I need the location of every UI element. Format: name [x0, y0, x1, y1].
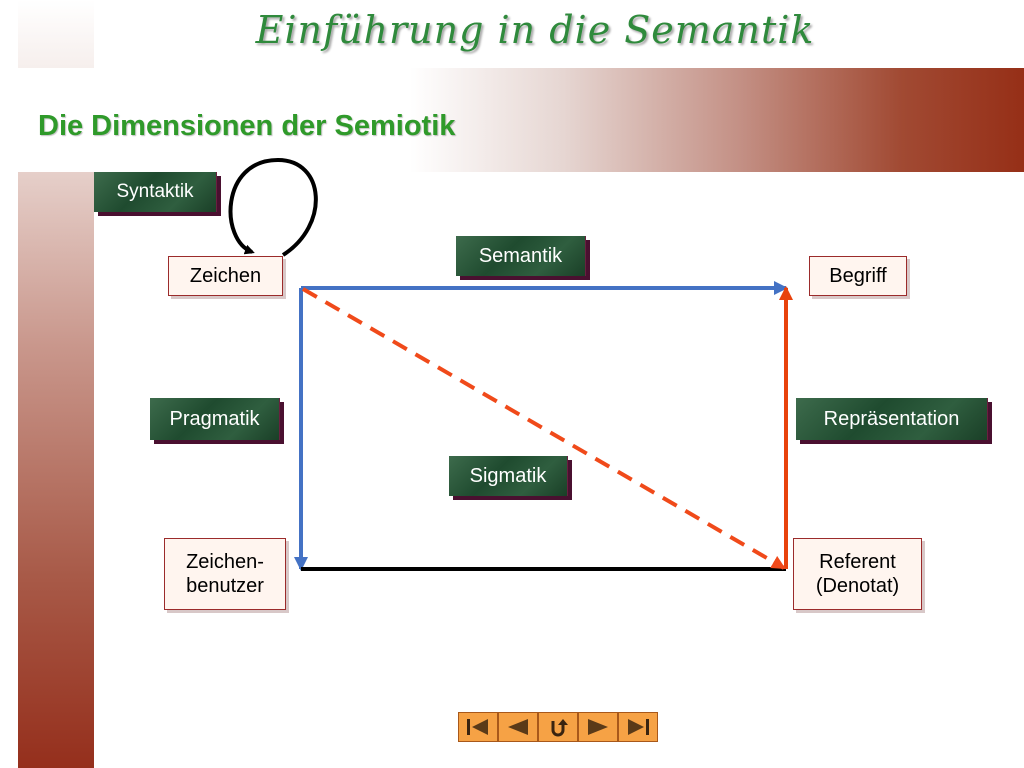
- label-semantik: Semantik: [456, 236, 586, 276]
- next-slide-button[interactable]: [578, 712, 618, 742]
- first-icon: [467, 719, 488, 735]
- node-zeichen-label: Zeichen: [189, 265, 262, 287]
- previous-slide-button[interactable]: [498, 712, 538, 742]
- return-button[interactable]: [538, 712, 578, 742]
- slide-navigation: [458, 712, 662, 742]
- last-icon: [628, 719, 649, 735]
- node-referent: Referent (Denotat): [793, 538, 922, 610]
- node-referent-line1: Referent: [819, 551, 896, 573]
- previous-icon: [508, 719, 528, 735]
- last-slide-button[interactable]: [618, 712, 658, 742]
- first-slide-button[interactable]: [458, 712, 498, 742]
- node-begriff-label: Begriff: [829, 265, 887, 287]
- label-repraesentation: Repräsentation: [796, 398, 988, 440]
- top-decor-band: [0, 68, 1024, 172]
- node-zeichenbenutzer-line1: Zeichen-: [186, 551, 264, 573]
- return-icon: [551, 719, 568, 737]
- next-icon: [588, 719, 608, 735]
- node-zeichen: Zeichen: [168, 256, 283, 296]
- node-zeichenbenutzer: Zeichen- benutzer: [164, 538, 286, 610]
- slide-title: Die Dimensionen der Semiotik: [38, 110, 456, 142]
- node-referent-line2: (Denotat): [815, 575, 900, 597]
- node-begriff: Begriff: [809, 256, 907, 296]
- node-zeichenbenutzer-line2: benutzer: [186, 575, 264, 597]
- header-title: Einführung in die Semantik: [255, 8, 815, 52]
- label-syntaktik: Syntaktik: [94, 172, 217, 212]
- label-pragmatik: Pragmatik: [150, 398, 280, 440]
- syntaktik-loop-arrow: [228, 157, 318, 257]
- sigmatik-arrow: [301, 287, 786, 570]
- label-sigmatik: Sigmatik: [449, 456, 568, 496]
